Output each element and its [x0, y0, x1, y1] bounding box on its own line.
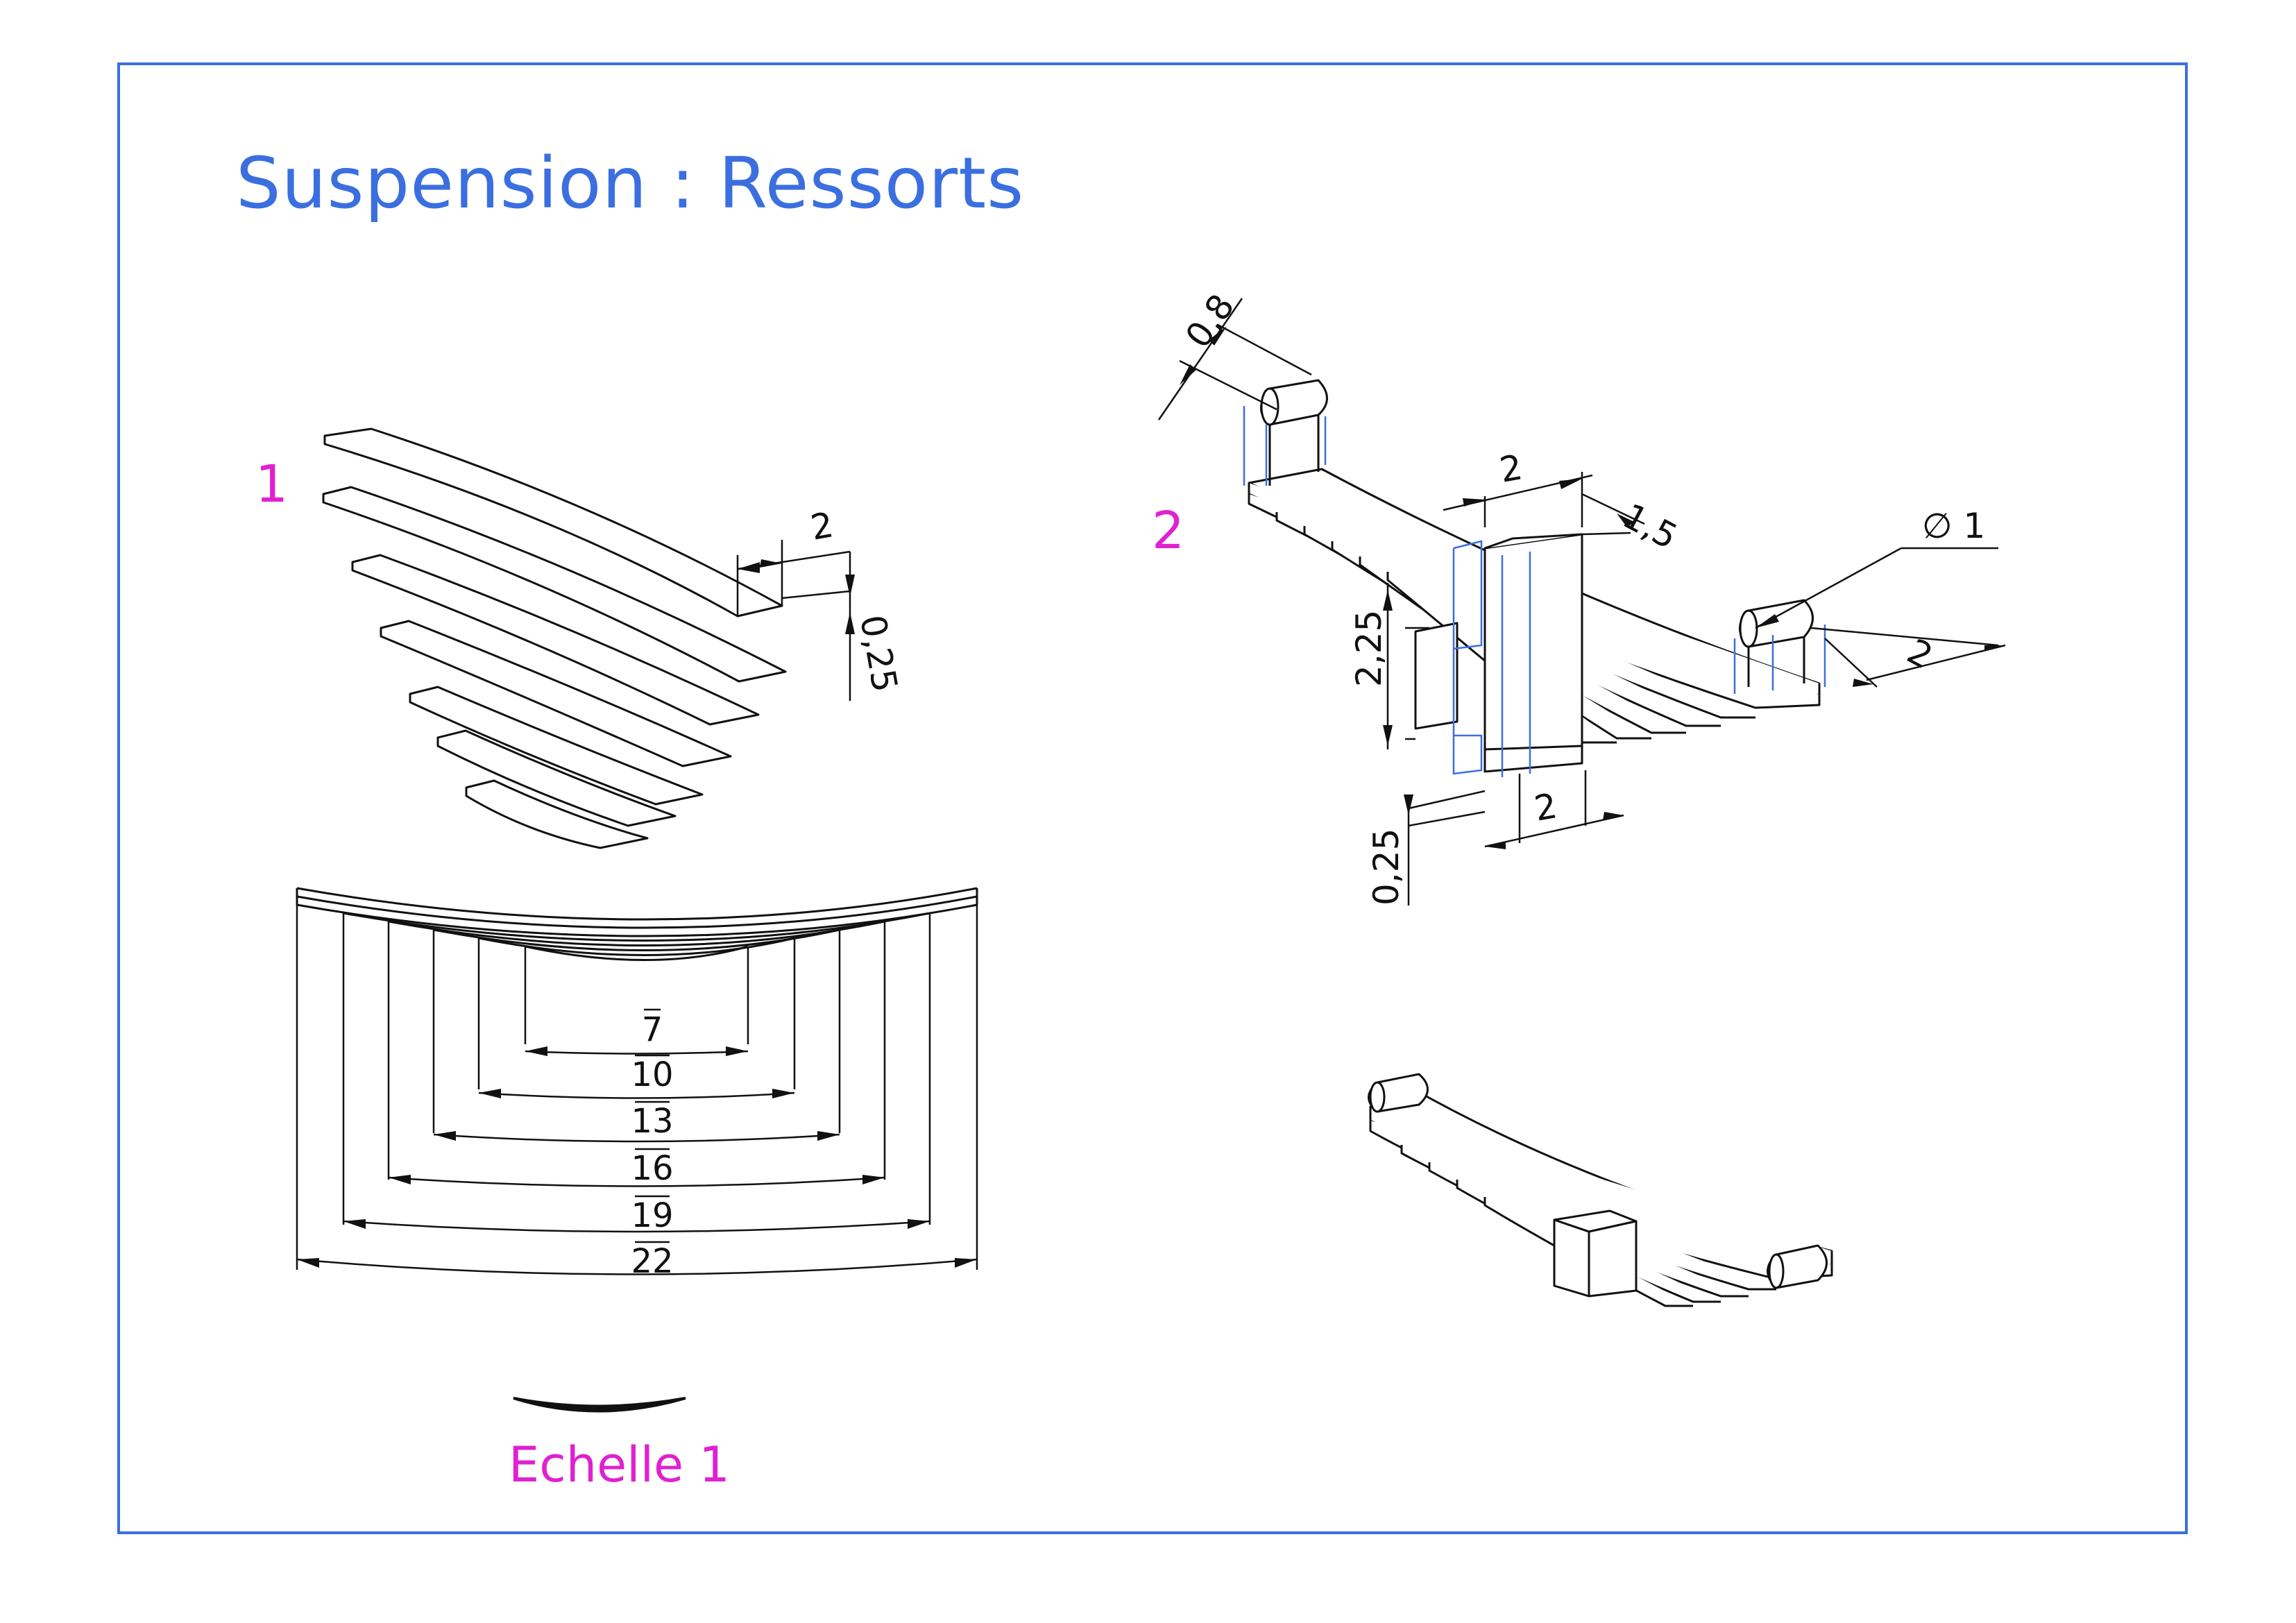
view2-number: 2	[1152, 501, 1185, 561]
view2-isometric-spring	[1368, 1073, 1833, 1307]
view1-length-labels: 7 10 13 16 19 22	[631, 1010, 673, 1281]
length-label-16: 16	[631, 1149, 673, 1188]
length-label-overbars	[635, 1008, 670, 1243]
length-label-7: 7	[642, 1010, 663, 1049]
length-label-10: 10	[631, 1055, 673, 1094]
view2-eye-thickness-value: 0,8	[1177, 287, 1242, 355]
view2-clamp-top-depth-value: 1,5	[1616, 495, 1683, 557]
length-label-22: 22	[631, 1242, 673, 1281]
page-title: Suspension : Ressorts	[236, 142, 1025, 225]
scale-sample-leaf	[513, 1397, 686, 1413]
length-label-19: 19	[631, 1196, 673, 1235]
view1-leaf-stack	[322, 427, 787, 849]
view1-length-arrows	[297, 1046, 977, 1268]
view1-elevation	[296, 887, 978, 961]
view2-clamp-base-value: 0,25	[1366, 829, 1406, 906]
scale-label: Echelle 1	[509, 1436, 730, 1493]
view2-clamp-top-width-value: 2	[1497, 447, 1525, 491]
view1-length-dimensions	[296, 905, 978, 1275]
view2-clamp-bottom-width-value: 2	[1531, 785, 1560, 829]
view1-number: 1	[255, 454, 289, 514]
length-label-13: 13	[631, 1102, 673, 1141]
sheet-border	[117, 62, 2188, 1534]
view1-thickness-value: 0,25	[852, 612, 905, 695]
view1-width-value: 2	[808, 504, 836, 548]
view2-spring-assembly	[1248, 379, 1821, 773]
view2-construction-lines	[1243, 406, 1826, 777]
view2-eye-diameter-value: ∅ 1	[1922, 506, 1985, 546]
view1-width-arrows	[738, 559, 855, 634]
view2-dimension-arrows	[1180, 326, 2005, 849]
view2-clamp-height-value: 2,25	[1349, 610, 1389, 687]
